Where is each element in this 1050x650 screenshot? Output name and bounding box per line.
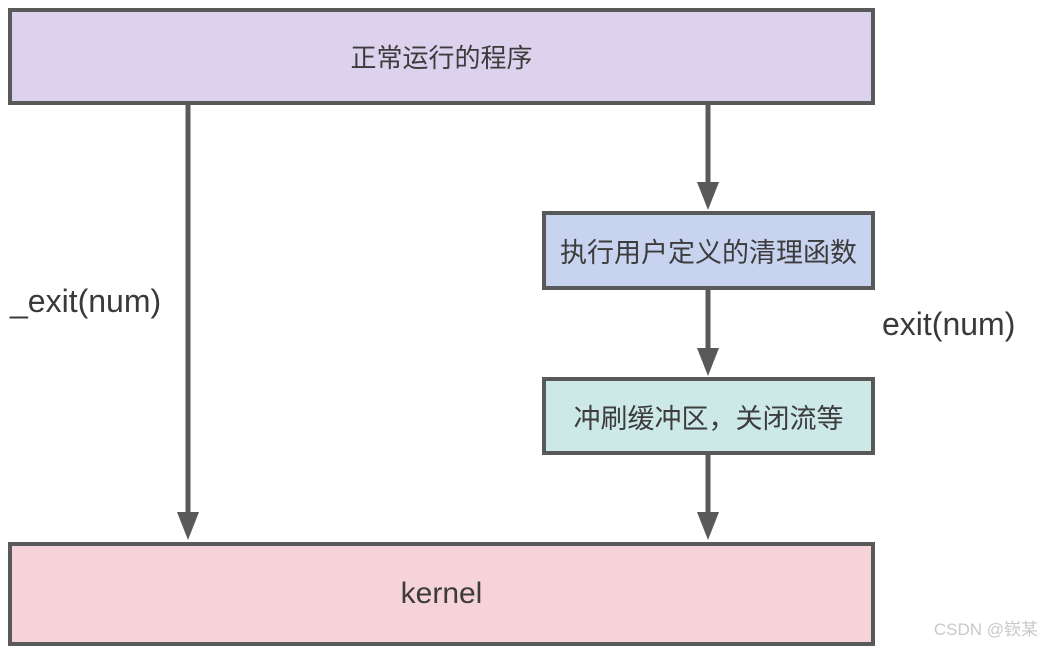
- edge-label-exit-underscore: _exit(num): [10, 283, 162, 319]
- watermark: CSDN @嵚某: [933, 620, 1038, 639]
- arrow-flush-to-kernel: [697, 455, 719, 540]
- node-kernel: kernel: [8, 542, 875, 646]
- node-cleanup-label: 执行用户定义的清理函数: [560, 238, 857, 268]
- node-kernel-label: kernel: [400, 577, 483, 610]
- node-program-label: 正常运行的程序: [350, 43, 533, 73]
- node-flush-label: 冲刷缓冲区，关闭流等: [573, 403, 844, 434]
- node-flush: 冲刷缓冲区，关闭流等: [542, 377, 875, 455]
- node-cleanup: 执行用户定义的清理函数: [542, 211, 875, 290]
- arrow-cleanup-to-flush: [697, 290, 719, 376]
- arrow-program-to-kernel: [177, 105, 199, 540]
- arrow-program-to-cleanup: [697, 105, 719, 210]
- node-program: 正常运行的程序: [8, 8, 875, 105]
- edge-label-exit: exit(num): [882, 306, 1016, 342]
